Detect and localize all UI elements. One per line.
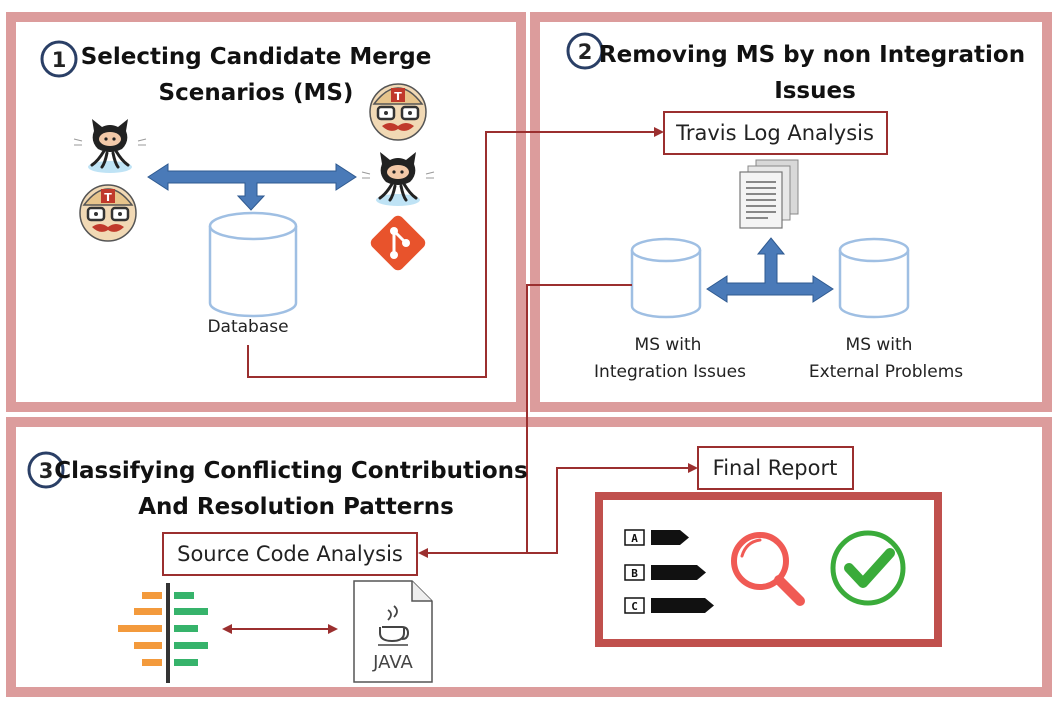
db-left-label-line2: Integration Issues — [594, 362, 746, 382]
github-octocat-icon — [361, 152, 435, 206]
svg-text:T: T — [394, 90, 402, 103]
svg-text:T: T — [104, 191, 112, 204]
step-1-badge: 1 — [40, 40, 78, 78]
connector-db-to-travis — [247, 127, 664, 378]
database-integration-issues-icon — [630, 237, 702, 319]
panel-1-title-line2: Scenarios (MS) — [159, 80, 354, 106]
database-icon — [208, 211, 298, 318]
db-right-label-line1: MS with — [846, 335, 913, 355]
travis-log-analysis-box — [663, 111, 888, 155]
database-external-problems-icon — [838, 237, 910, 319]
travis-ci-mascot-icon: T — [369, 83, 427, 141]
connector-ms-to-source-analysis — [418, 284, 632, 558]
report-item-b: B — [631, 567, 638, 580]
git-logo-icon — [370, 215, 426, 271]
step-2-badge: 2 — [566, 32, 604, 70]
connector-to-final-report — [527, 463, 698, 554]
panel-3-title-line2: And Resolution Patterns — [138, 494, 454, 520]
panel-2-title-line2: Issues — [774, 78, 856, 104]
travis-ci-mascot-icon: T — [79, 184, 137, 242]
database-label: Database — [207, 317, 288, 337]
classification-arrow-blue — [706, 237, 834, 303]
java-file-label: JAVA — [372, 652, 413, 673]
panel-1-title-line1: Selecting Candidate Merge — [81, 44, 432, 70]
checkmark-icon — [830, 530, 906, 606]
step-1-number: 1 — [52, 48, 67, 72]
panel-3-title-line1: Classifying Conflicting Contributions — [54, 458, 527, 484]
travis-log-analysis-label: Travis Log Analysis — [675, 121, 874, 145]
diff-bars-icon — [118, 583, 208, 683]
panel-2-title-line1: Removing MS by non Integration — [599, 42, 1025, 68]
merge-arrow-blue — [147, 163, 357, 211]
source-code-analysis-label: Source Code Analysis — [177, 542, 403, 566]
report-item-a: A — [631, 532, 638, 545]
github-octocat-icon — [73, 119, 147, 173]
step-3-badge: 3 — [27, 451, 65, 489]
documents-icon — [739, 159, 799, 229]
step-3-number: 3 — [39, 459, 54, 483]
report-ranking-list: A B C — [624, 529, 714, 614]
final-report-box — [697, 446, 854, 490]
magnifier-icon — [731, 532, 805, 606]
report-item-c: C — [631, 600, 638, 613]
final-report-label: Final Report — [713, 456, 838, 480]
db-right-label-line2: External Problems — [809, 362, 963, 382]
java-file-icon: JAVA — [353, 580, 433, 683]
step-2-number: 2 — [578, 40, 593, 64]
source-code-analysis-box — [162, 532, 418, 576]
db-left-label-line1: MS with — [635, 335, 702, 355]
